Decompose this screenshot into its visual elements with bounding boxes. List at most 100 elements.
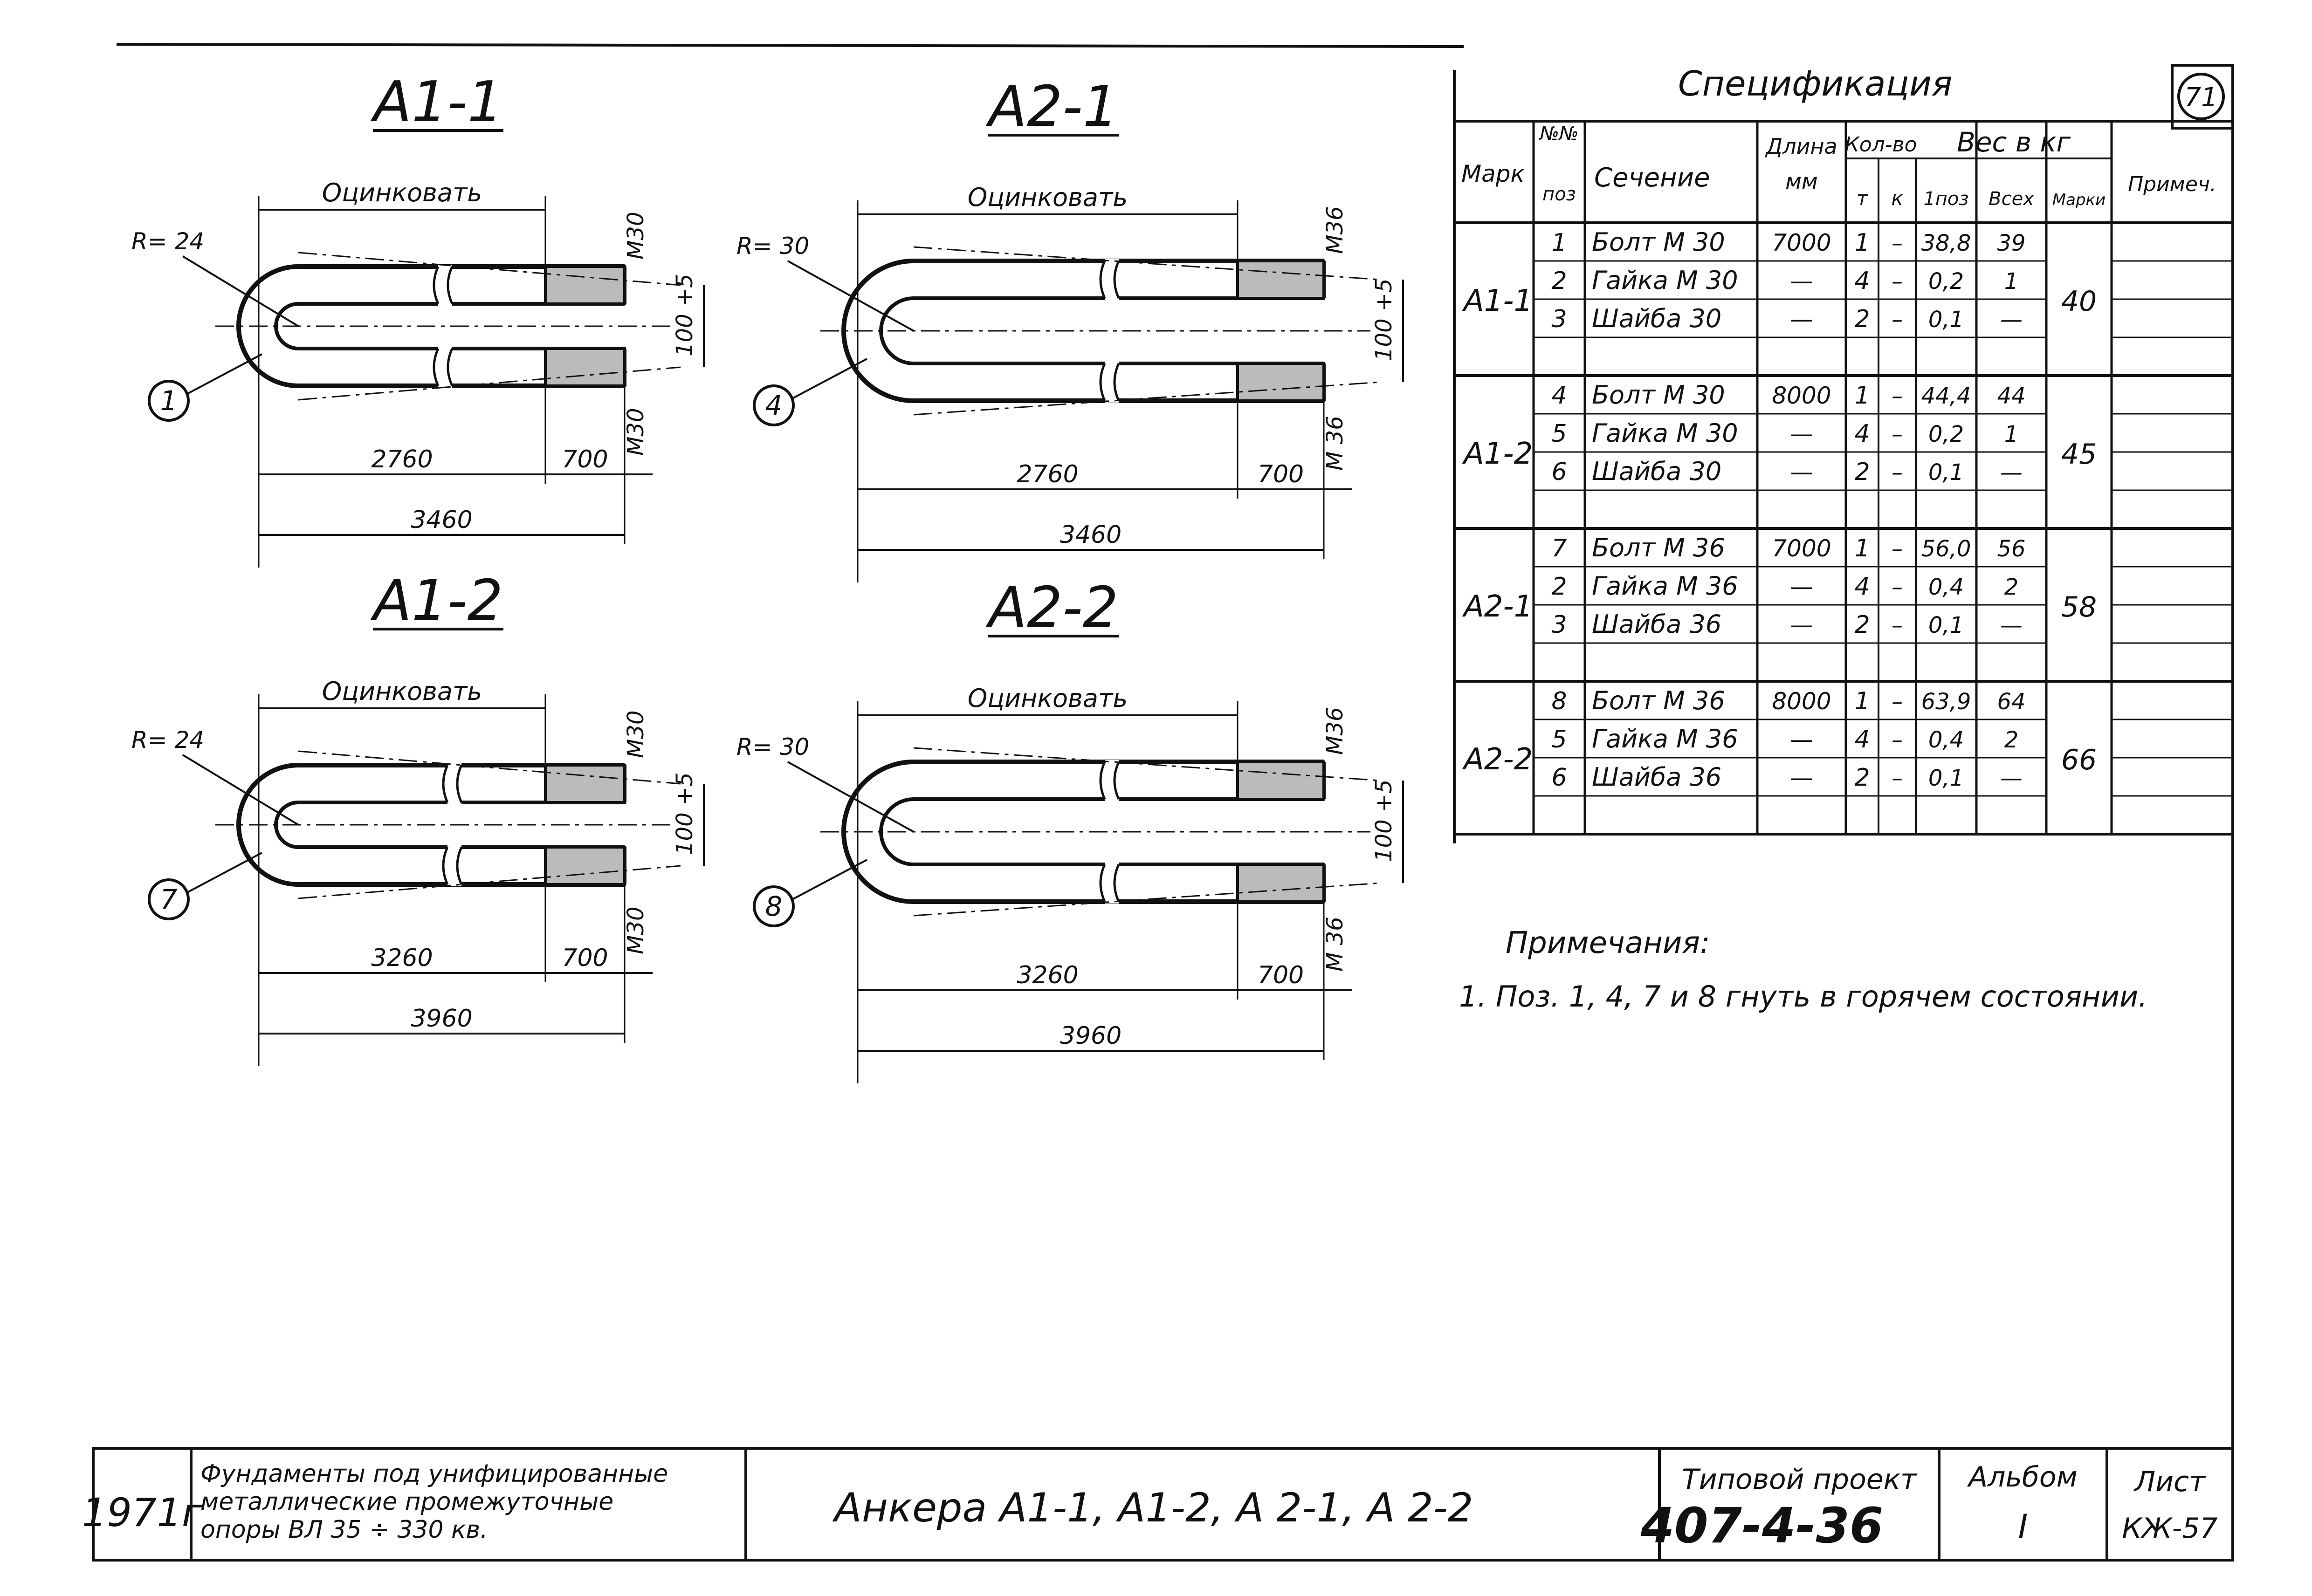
row-section: Шайба 36	[1592, 610, 1721, 639]
col-qty-t: т	[1857, 187, 1869, 210]
row-length: 7000	[1772, 535, 1831, 562]
page-number: 71	[2184, 82, 2217, 113]
project-line-3: опоры ВЛ 35 ÷ 330 кв.	[200, 1516, 488, 1544]
row-weight-all: 44	[1997, 383, 2025, 409]
row-length: —	[1790, 267, 1813, 295]
thread-top	[1236, 760, 1325, 801]
radius-label: R= 24	[131, 726, 204, 753]
row-weight-one: 56,0	[1921, 536, 1971, 562]
col-qty: Кол-во	[1844, 133, 1917, 157]
thread-bottom	[1236, 863, 1325, 903]
row-pos: 2	[1551, 267, 1567, 295]
row-weight-all: —	[2000, 765, 2023, 791]
row-qty-t: 2	[1854, 611, 1870, 639]
row-qty-k: –	[1892, 230, 1903, 256]
type-number: 407-4-36	[1640, 1497, 1884, 1554]
radius-label: R= 24	[131, 228, 204, 255]
coating-label: Оцинковать	[968, 684, 1128, 713]
thread-label-top: М36	[1322, 707, 1348, 755]
type-label: Типовой проект	[1682, 1463, 1918, 1496]
coating-label: Оцинковать	[322, 178, 482, 207]
thread-label-bottom: М 36	[1322, 917, 1348, 972]
col-pos-bottom: поз	[1542, 184, 1576, 205]
drawing-title: А2-1	[985, 75, 1118, 139]
thread-bottom	[544, 347, 626, 387]
row-weight-all: —	[2000, 307, 2023, 333]
row-qty-k: –	[1892, 765, 1903, 791]
thread-bottom	[544, 846, 626, 886]
row-length: —	[1790, 726, 1813, 753]
row-length: 8000	[1772, 688, 1831, 715]
row-section: Болт М 30	[1592, 380, 1725, 410]
gap-dimension: 100 +5	[1371, 278, 1397, 361]
length-main: 2760	[371, 445, 433, 473]
row-qty-k: –	[1892, 727, 1903, 753]
row-pos: 6	[1551, 458, 1567, 486]
project-line-1: Фундаменты под унифицированные	[200, 1460, 668, 1488]
row-length: —	[1790, 573, 1813, 600]
row-section: Болт М 30	[1592, 227, 1725, 257]
position-number: 1	[160, 385, 178, 417]
row-pos: 4	[1551, 382, 1567, 410]
length-thread: 700	[1258, 460, 1304, 488]
row-pos: 6	[1551, 764, 1567, 792]
sheet-value: КЖ-57	[2122, 1512, 2217, 1545]
row-weight-one: 0,1	[1928, 765, 1964, 791]
row-pos: 1	[1551, 229, 1567, 257]
row-pos: 7	[1551, 534, 1567, 562]
row-section: Гайка М 36	[1592, 571, 1738, 601]
row-qty-t: 1	[1854, 382, 1870, 410]
row-qty-k: –	[1892, 612, 1903, 638]
length-main: 2760	[1017, 460, 1078, 488]
row-qty-t: 4	[1854, 573, 1870, 601]
col-w-mark: Марки	[2052, 191, 2106, 209]
row-weight-one: 0,1	[1928, 612, 1964, 638]
project-line-2: металлические промежуточные	[200, 1488, 613, 1516]
row-weight-one: 0,1	[1928, 459, 1964, 486]
row-section: Болт М 36	[1592, 533, 1725, 562]
col-pos-top: №№	[1539, 123, 1578, 144]
row-qty-k: –	[1892, 421, 1903, 447]
rod-outer-contour	[841, 760, 1324, 904]
row-weight-one: 0,4	[1928, 574, 1964, 600]
row-qty-k: –	[1892, 307, 1903, 333]
row-pos: 2	[1551, 573, 1567, 601]
row-section: Болт М 36	[1592, 686, 1725, 715]
row-weight-all: 1	[2004, 421, 2019, 447]
row-weight-one: 0,2	[1928, 421, 1964, 447]
col-length-bottom: мм	[1785, 169, 1817, 194]
length-total: 3960	[1060, 1022, 1122, 1050]
length-thread: 700	[1258, 961, 1304, 989]
row-weight-one: 0,4	[1928, 727, 1964, 753]
length-thread: 700	[562, 944, 608, 972]
row-length: 8000	[1772, 382, 1831, 409]
position-callout	[753, 885, 795, 927]
position-callout	[148, 878, 190, 920]
row-weight-all: 56	[1997, 536, 2025, 562]
row-weight-one: 63,9	[1921, 689, 1971, 715]
thread-label-bottom: М 36	[1322, 416, 1348, 471]
row-qty-t: 4	[1854, 420, 1870, 448]
row-section: Гайка М 30	[1592, 418, 1738, 448]
group-mark: А1-1	[1462, 284, 1533, 318]
position-callout	[753, 384, 795, 426]
coating-label: Оцинковать	[968, 183, 1128, 212]
row-weight-all: 2	[2004, 727, 2019, 753]
thread-bottom	[1236, 362, 1325, 402]
row-section: Гайка М 36	[1592, 724, 1738, 753]
page-number-box	[2171, 64, 2234, 130]
thread-top	[544, 764, 626, 804]
col-w-all: Всех	[1989, 188, 2034, 210]
row-length: —	[1790, 306, 1813, 333]
rod-outer-contour	[236, 763, 625, 887]
row-weight-one: 0,1	[1928, 307, 1964, 333]
row-qty-k: –	[1892, 459, 1903, 486]
notes-heading: Примечания:	[1506, 926, 1710, 960]
row-length: —	[1790, 611, 1813, 638]
